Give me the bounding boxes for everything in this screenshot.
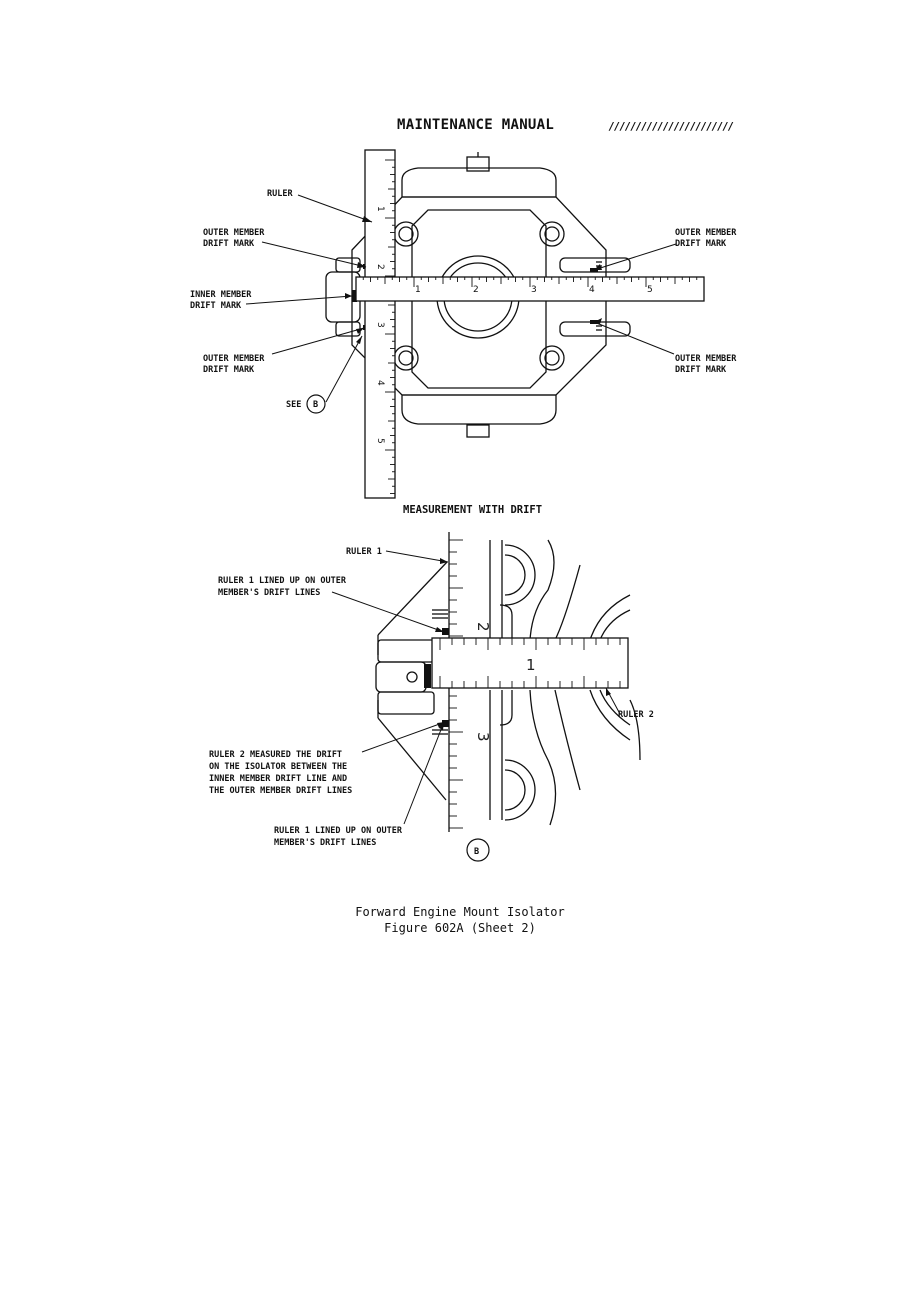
label-ruler2-measured-line4: THE OUTER MEMBER DRIFT LINES [209,786,352,796]
label-right-outer-2-line2: DRIFT MARK [675,365,727,375]
header-hatch: /////////////////////// [608,120,734,133]
see-callout-circle [306,394,326,414]
label-outer-drift-1-line1: OUTER MEMBER [203,228,265,238]
detail-ref-circle [466,838,490,862]
manual-title: MAINTENANCE MANUAL [397,117,555,133]
detail-ruler-1-number-bottom: 3 [474,732,492,742]
label-see-ref: B [313,400,318,410]
label-ruler-2: RULER 2 [618,710,654,720]
detail-inner-drift-mark [424,664,431,688]
label-ruler-1: RULER 1 [346,547,382,557]
ruler-number: 3 [375,322,385,328]
label-ruler1-lined-b-line1: RULER 1 LINED UP ON OUTER [274,826,403,836]
label-inner-drift-line1: INNER MEMBER [190,290,252,300]
label-ruler1-lined-a-line1: RULER 1 LINED UP ON OUTER [218,576,347,586]
label-outer-drift-1-line2: DRIFT MARK [203,239,255,249]
ruler-number: 3 [531,285,537,295]
figure-caption-title: Forward Engine Mount Isolator [355,905,565,919]
label-outer-drift-2-line1: OUTER MEMBER [203,354,265,364]
label-right-outer-2-line1: OUTER MEMBER [675,354,737,364]
section-title: MEASUREMENT WITH DRIFT [403,504,542,516]
label-ruler1-lined-b-line2: MEMBER'S DRIFT LINES [274,838,376,848]
ruler-number: 1 [415,285,421,295]
ruler-number: 1 [375,206,385,212]
ruler-number: 5 [647,285,653,295]
label-ruler2-measured-line2: ON THE ISOLATOR BETWEEN THE [209,762,347,772]
ruler-number: 5 [375,438,385,444]
detail-ruler-2 [431,637,629,689]
ruler-number: 4 [375,380,385,386]
detail-outer-drift-mark-bottom [442,720,449,727]
horizontal-ruler: 1 2 3 4 5 [355,276,705,302]
label-ruler1-lined-a-line2: MEMBER'S DRIFT LINES [218,588,320,598]
label-right-outer-1-line1: OUTER MEMBER [675,228,737,238]
detail-ruler-2-number: 1 [526,656,536,674]
label-outer-drift-2-line2: DRIFT MARK [203,365,255,375]
figure-caption-number: Figure 602A (Sheet 2) [384,921,536,935]
inner-drift-mark [352,290,357,302]
detail-view [375,539,641,826]
detail-ref-label: B [474,847,479,857]
detail-outer-drift-mark-top [442,628,449,635]
label-ruler2-measured-line1: RULER 2 MEASURED THE DRIFT [209,750,342,760]
detail-ruler-1-number-top: 2 [474,622,492,632]
label-inner-drift-line2: DRIFT MARK [190,301,242,311]
ruler-number: 2 [375,264,385,270]
ruler-number: 4 [589,285,595,295]
label-right-outer-1-line2: DRIFT MARK [675,239,727,249]
vertical-ruler: 1 2 3 4 5 [364,149,396,499]
label-see: SEE [286,400,301,410]
label-ruler2-measured-line3: INNER MEMBER DRIFT LINE AND [209,774,347,784]
label-ruler: RULER [267,189,293,199]
ruler-number: 2 [473,285,479,295]
